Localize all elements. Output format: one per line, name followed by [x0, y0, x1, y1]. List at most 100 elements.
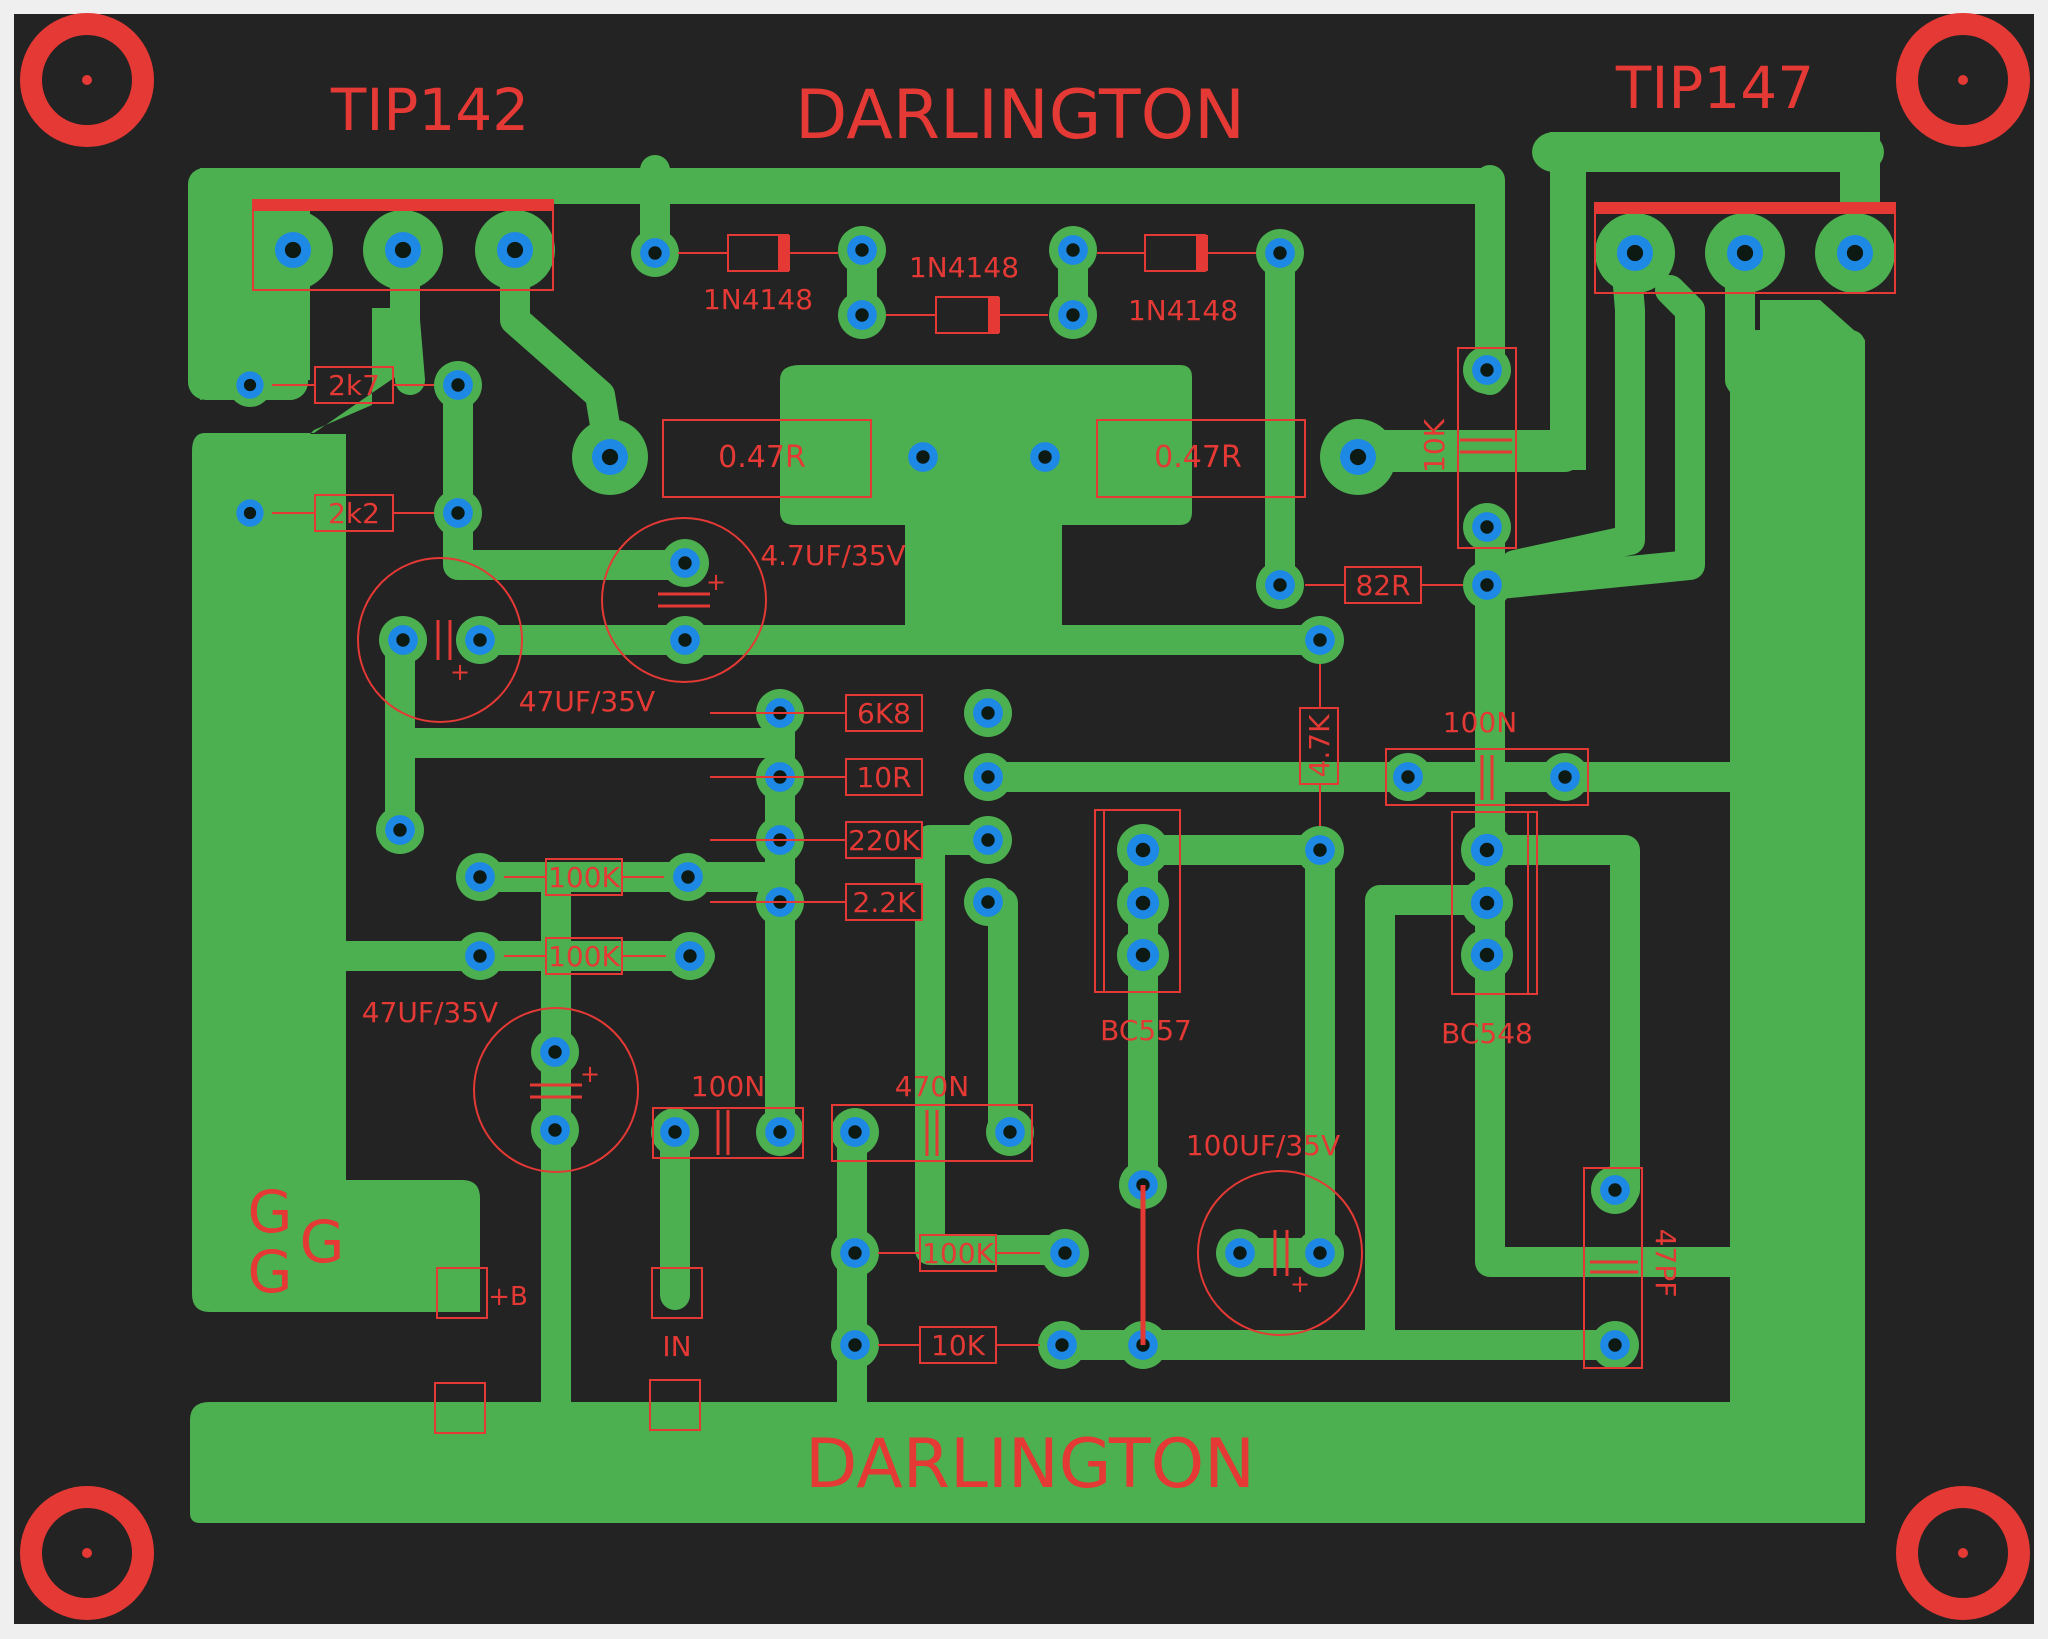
- pad-icon: [1470, 886, 1504, 920]
- label-tip147: TIP147: [1615, 54, 1814, 122]
- pads: [236, 232, 1873, 1360]
- pad-icon: [236, 499, 264, 527]
- pad-icon: [1058, 300, 1088, 330]
- label-c-100uf: 100UF/35V: [1186, 1129, 1340, 1162]
- pad-icon: [847, 235, 877, 265]
- pad-icon: [675, 941, 705, 971]
- pad-icon: [670, 548, 700, 578]
- pad-icon: [1305, 1238, 1335, 1268]
- board-substrate: [14, 14, 2034, 1624]
- copper-bottom-strip: [190, 1402, 1760, 1523]
- pad-icon: [847, 300, 877, 330]
- pad-icon: [973, 762, 1003, 792]
- label-d3: 1N4148: [1128, 294, 1238, 327]
- label-r-220k: 220K: [848, 824, 920, 857]
- label-c-4-7uf: 4.7UF/35V: [760, 539, 905, 572]
- pad-icon: [443, 370, 473, 400]
- pad-icon: [1393, 762, 1423, 792]
- label-r-2k2: 2k2: [328, 497, 380, 530]
- label-conn-b: +B: [488, 1282, 528, 1312]
- label-r-10r: 10R: [856, 761, 911, 794]
- pad-icon: [1472, 512, 1502, 542]
- pad-icon: [1126, 886, 1160, 920]
- pad-icon: [1225, 1238, 1255, 1268]
- label-r-6k8: 6K8: [857, 697, 911, 730]
- pad-icon: [973, 698, 1003, 728]
- pad-icon: [973, 887, 1003, 917]
- label-r-10k-vertical: 10K: [1418, 418, 1451, 473]
- ground-logo-g3: G: [248, 1238, 293, 1306]
- pad-icon: [765, 1117, 795, 1147]
- mounting-holes: [20, 13, 2030, 1620]
- pad-icon: [673, 862, 703, 892]
- label-r-82r: 82R: [1355, 569, 1410, 602]
- label-r-100k-bottom: 100K: [922, 1237, 994, 1270]
- pad-icon: [1265, 238, 1295, 268]
- copper-center-block: [780, 365, 1192, 625]
- label-r-100k-b: 100K: [548, 940, 620, 973]
- pad-icon: [908, 442, 938, 472]
- pad-icon: [1837, 235, 1873, 271]
- pad-icon: [1617, 235, 1653, 271]
- pad-icon: [465, 941, 495, 971]
- label-d1: 1N4148: [703, 283, 813, 316]
- label-conn-in: IN: [662, 1330, 691, 1363]
- pad-icon: [540, 1115, 570, 1145]
- label-c-47pf: 47PF: [1649, 1229, 1682, 1298]
- pad-icon: [1727, 235, 1763, 271]
- label-tip142: TIP142: [330, 76, 529, 144]
- pad-icon: [660, 1117, 690, 1147]
- pad-icon: [840, 1117, 870, 1147]
- label-r-047-left: 0.47R: [718, 440, 806, 475]
- pad-icon: [1058, 235, 1088, 265]
- pad-icon: [385, 232, 421, 268]
- pad-icon: [465, 862, 495, 892]
- label-r-047-right: 0.47R: [1154, 440, 1242, 475]
- pad-icon: [236, 371, 264, 399]
- mounting-hole-icon: [20, 1486, 154, 1620]
- label-c-47uf-left: 47UF/35V: [519, 685, 655, 718]
- ground-logo-g1: G: [248, 1178, 293, 1246]
- label-r-10k-bottom: 10K: [931, 1329, 986, 1362]
- pad-icon: [840, 1238, 870, 1268]
- pad-icon: [1030, 442, 1060, 472]
- label-c-470n: 470N: [895, 1070, 969, 1103]
- pad-icon: [1305, 625, 1335, 655]
- pad-icon: [1047, 1330, 1077, 1360]
- svg-text:+: +: [580, 1060, 600, 1088]
- label-r-2k7: 2k7: [328, 369, 380, 402]
- pad-icon: [1050, 1238, 1080, 1268]
- pad-icon: [973, 825, 1003, 855]
- pad-icon: [1472, 570, 1502, 600]
- label-r-100k-a: 100K: [548, 861, 620, 894]
- svg-text:+: +: [450, 658, 470, 686]
- label-q-bc548: BC548: [1441, 1017, 1533, 1050]
- pad-icon: [640, 238, 670, 268]
- svg-text:+: +: [706, 568, 726, 596]
- label-r-2-2k: 2.2K: [853, 886, 917, 919]
- svg-text:+: +: [1290, 1270, 1310, 1298]
- pad-icon: [1550, 762, 1580, 792]
- pad-icon: [388, 625, 418, 655]
- pad-icon: [1265, 570, 1295, 600]
- label-r-4-7k: 4.7K: [1303, 714, 1336, 778]
- label-q-bc557: BC557: [1100, 1014, 1192, 1047]
- pad-icon: [497, 232, 533, 268]
- label-c-47uf-lower: 47UF/35V: [362, 996, 498, 1029]
- mounting-hole-icon: [20, 13, 154, 147]
- label-c-100n-right: 100N: [1443, 706, 1517, 739]
- pad-icon: [1600, 1330, 1630, 1360]
- silkscreen-layer: [252, 199, 1896, 1434]
- pad-icon: [1600, 1175, 1630, 1205]
- board-title-top: DARLINGTON: [795, 76, 1245, 155]
- label-d2: 1N4148: [909, 251, 1019, 284]
- board-title-bottom: DARLINGTON: [805, 1425, 1255, 1504]
- pad-icon: [1305, 835, 1335, 865]
- label-c-100n-left: 100N: [691, 1070, 765, 1103]
- pad-icon: [1470, 938, 1504, 972]
- pad-icon: [385, 815, 415, 845]
- silkscreen-text: DARLINGTON DARLINGTON TIP142 TIP147 1N41…: [248, 54, 1815, 1504]
- pad-icon: [443, 498, 473, 528]
- pad-icon: [275, 232, 311, 268]
